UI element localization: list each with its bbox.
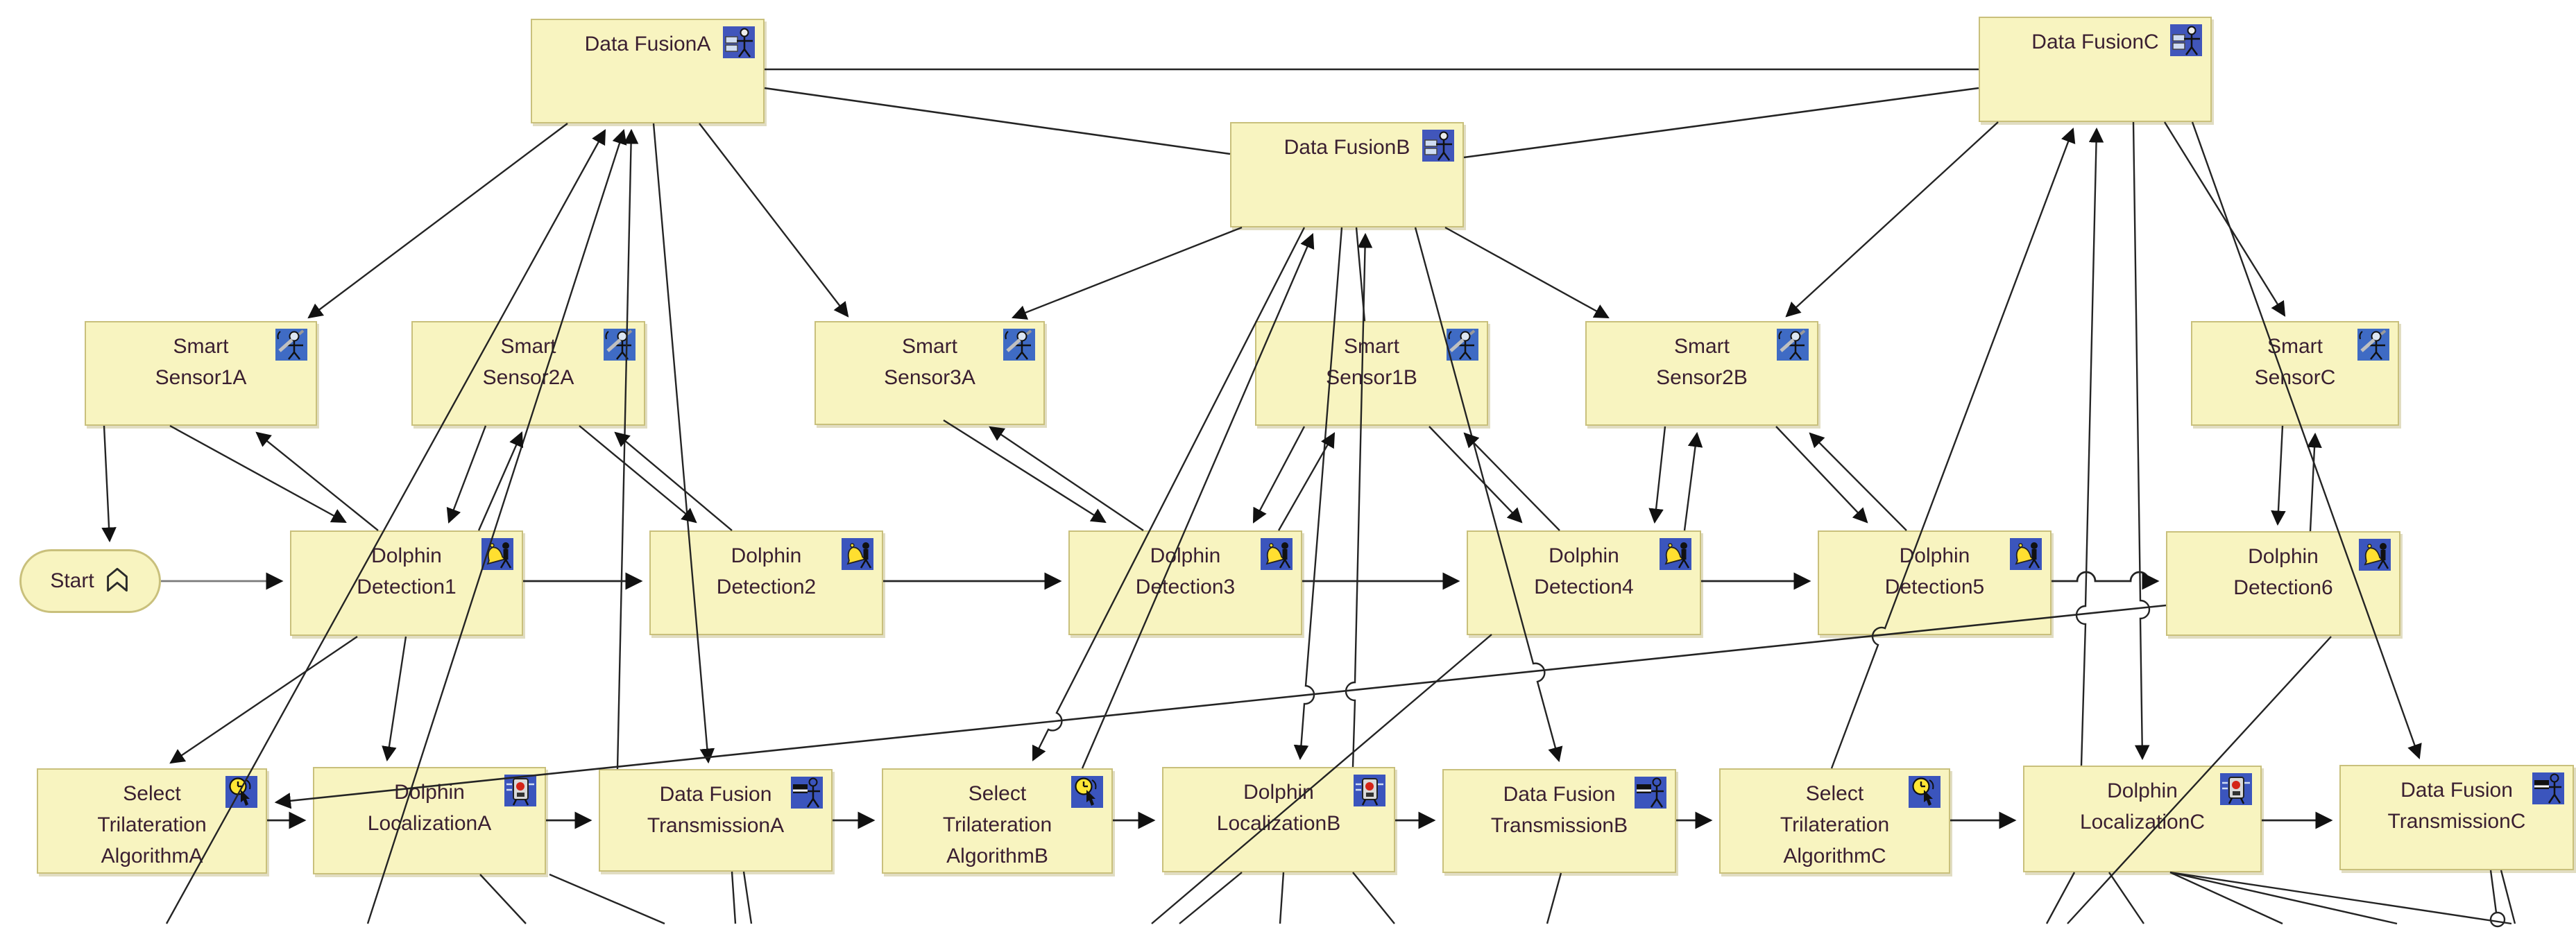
node-label: Data Fusion TransmissionC bbox=[2387, 779, 2526, 833]
node-label: Select Trilateration AlgorithmC bbox=[1780, 782, 1890, 867]
node-dolphin-localization-c[interactable]: Dolphin LocalizationC bbox=[2023, 766, 2262, 872]
person-flag-icon bbox=[1635, 777, 1666, 809]
node-label: Select Trilateration AlgorithmB bbox=[942, 782, 1052, 867]
node-label: Dolphin LocalizationA bbox=[367, 781, 492, 835]
node-label: Dolphin Detection6 bbox=[2233, 545, 2333, 599]
node-data-fusion-transmission-c[interactable]: Data Fusion TransmissionC bbox=[2339, 765, 2574, 870]
bell-person-icon bbox=[842, 538, 873, 570]
magnifier-person-icon bbox=[1777, 329, 1809, 361]
node-dolphin-localization-a[interactable]: Dolphin LocalizationA bbox=[313, 767, 546, 874]
node-label: Smart Sensor1B bbox=[1326, 335, 1417, 389]
node-smart-sensor-1b[interactable]: Smart Sensor1B bbox=[1255, 321, 1488, 426]
fusion-c-fan bbox=[1785, 121, 2422, 769]
node-label: Dolphin Detection3 bbox=[1135, 544, 1236, 598]
node-select-trilateration-algorithm-b[interactable]: Select Trilateration AlgorithmB bbox=[882, 768, 1113, 874]
node-smart-sensor-3a[interactable]: Smart Sensor3A bbox=[814, 321, 1045, 425]
person-panels-icon bbox=[2170, 24, 2202, 56]
node-dolphin-detection-6[interactable]: Dolphin Detection6 bbox=[2166, 531, 2400, 636]
node-smart-sensor-2a[interactable]: Smart Sensor2A bbox=[411, 321, 645, 426]
gauge-device-icon bbox=[1354, 775, 1385, 806]
node-dolphin-detection-3[interactable]: Dolphin Detection3 bbox=[1068, 530, 1302, 635]
node-data-fusion-transmission-b[interactable]: Data Fusion TransmissionB bbox=[1442, 769, 1676, 873]
bell-person-icon bbox=[481, 538, 513, 570]
node-data-fusion-b[interactable]: Data FusionB bbox=[1230, 122, 1464, 227]
magnifier-person-icon bbox=[1003, 329, 1035, 361]
magnifier-person-icon bbox=[275, 329, 307, 361]
node-data-fusion-c[interactable]: Data FusionC bbox=[1979, 17, 2212, 122]
clock-cursor-icon bbox=[225, 776, 257, 808]
node-label: Start bbox=[50, 569, 94, 592]
gauge-device-icon bbox=[504, 775, 536, 806]
node-label: Data FusionA bbox=[584, 33, 711, 55]
magnifier-person-icon bbox=[2357, 329, 2389, 361]
node-label: Dolphin LocalizationC bbox=[2079, 779, 2206, 834]
node-label: Smart Sensor2A bbox=[482, 335, 574, 389]
node-label: Data Fusion TransmissionA bbox=[647, 783, 785, 837]
bell-person-icon bbox=[1660, 538, 1691, 570]
node-label: Smart Sensor2B bbox=[1656, 335, 1748, 389]
node-dolphin-detection-2[interactable]: Dolphin Detection2 bbox=[649, 530, 883, 635]
node-dolphin-detection-5[interactable]: Dolphin Detection5 bbox=[1818, 530, 2052, 635]
node-select-trilateration-algorithm-a[interactable]: Select Trilateration AlgorithmA bbox=[37, 768, 267, 874]
fusion-b-fan bbox=[1011, 226, 1610, 769]
node-smart-sensor-1a[interactable]: Smart Sensor1A bbox=[85, 321, 317, 426]
node-label: Dolphin Detection4 bbox=[1534, 544, 1634, 598]
node-label: Smart SensorC bbox=[2254, 335, 2336, 389]
node-dolphin-detection-4[interactable]: Dolphin Detection4 bbox=[1467, 530, 1701, 635]
node-label: Dolphin Detection1 bbox=[357, 544, 457, 598]
node-dolphin-detection-1[interactable]: Dolphin Detection1 bbox=[290, 530, 523, 636]
node-data-fusion-a[interactable]: Data FusionA bbox=[531, 19, 765, 123]
person-panels-icon bbox=[723, 26, 755, 58]
node-label: Smart Sensor1A bbox=[155, 335, 247, 389]
clock-cursor-icon bbox=[1071, 776, 1103, 808]
bell-person-icon bbox=[2010, 538, 2042, 570]
chevron-banner-icon bbox=[104, 567, 130, 596]
person-flag-icon bbox=[791, 777, 823, 809]
node-label: Dolphin Detection5 bbox=[1884, 544, 1985, 598]
node-label: Data FusionB bbox=[1283, 136, 1410, 159]
gauge-device-icon bbox=[2220, 773, 2252, 805]
person-flag-icon bbox=[2532, 772, 2564, 804]
node-label: Dolphin LocalizationB bbox=[1216, 781, 1341, 835]
node-start[interactable]: Start bbox=[19, 549, 161, 613]
node-select-trilateration-algorithm-c[interactable]: Select Trilateration AlgorithmC bbox=[1719, 768, 1950, 874]
bell-person-icon bbox=[2359, 539, 2391, 571]
node-label: Data FusionC bbox=[2031, 31, 2159, 53]
magnifier-person-icon bbox=[604, 329, 636, 361]
node-label: Smart Sensor3A bbox=[884, 335, 975, 389]
clock-cursor-icon bbox=[1909, 776, 1940, 808]
sensor-detection-links bbox=[101, 419, 2322, 543]
node-label: Dolphin Detection2 bbox=[716, 544, 817, 598]
node-smart-sensor-2b[interactable]: Smart Sensor2B bbox=[1585, 321, 1818, 426]
clipped-bottom-lines bbox=[479, 870, 2516, 928]
node-data-fusion-transmission-a[interactable]: Data Fusion TransmissionA bbox=[599, 769, 833, 872]
node-dolphin-localization-b[interactable]: Dolphin LocalizationB bbox=[1162, 767, 1395, 872]
bell-person-icon bbox=[1261, 538, 1293, 570]
node-label: Select Trilateration AlgorithmA bbox=[97, 782, 207, 867]
node-label: Data Fusion TransmissionB bbox=[1490, 783, 1628, 837]
person-panels-icon bbox=[1422, 130, 1454, 162]
magnifier-person-icon bbox=[1447, 329, 1478, 361]
node-smart-sensor-c[interactable]: Smart SensorC bbox=[2191, 321, 2399, 426]
